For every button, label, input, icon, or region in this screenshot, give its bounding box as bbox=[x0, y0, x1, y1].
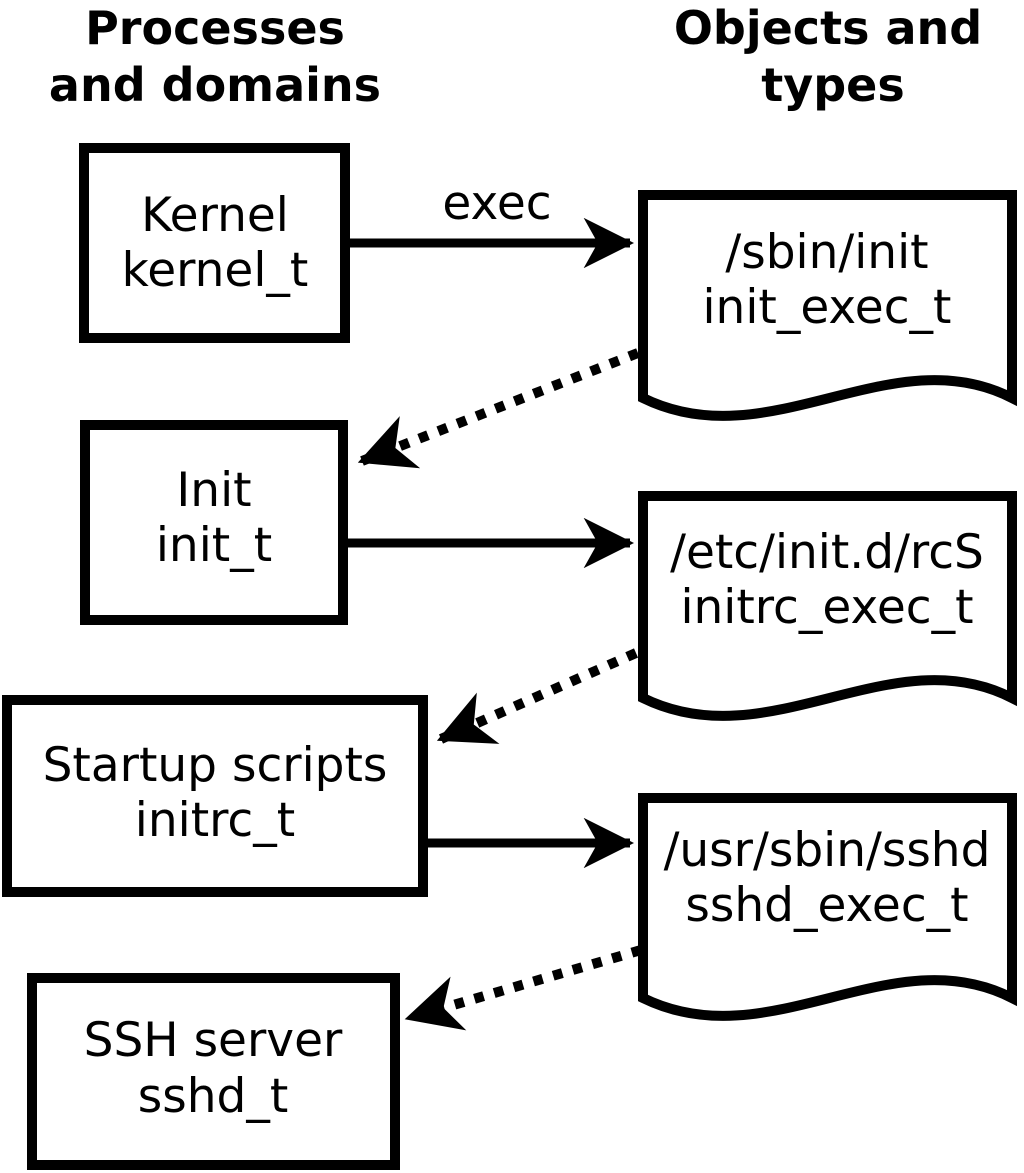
init-box-outline bbox=[80, 420, 348, 625]
objects-header-line2: types bbox=[761, 58, 904, 112]
sshd-exec-type-label: sshd_exec_t bbox=[685, 878, 968, 933]
init-type-label: init_t bbox=[156, 518, 272, 573]
column-header-processes: Processes and domains bbox=[49, 1, 381, 112]
sbin-init-document-outline bbox=[638, 190, 1017, 421]
sshd-document-outline bbox=[638, 793, 1017, 1021]
sshd-path-label: /usr/sbin/sshd bbox=[664, 823, 991, 878]
rcS-type-label: initrc_exec_t bbox=[680, 580, 973, 635]
process-box-ssh-server: SSH server sshd_t bbox=[27, 973, 400, 1170]
startup-name-label: Startup scripts bbox=[43, 738, 388, 793]
document-usr-sbin-sshd: /usr/sbin/sshd sshd_exec_t bbox=[638, 793, 1017, 1021]
kernel-box-outline bbox=[79, 143, 350, 343]
startup-box-outline bbox=[2, 695, 428, 897]
kernel-name-label: Kernel bbox=[141, 188, 289, 243]
sbin-init-type-label: init_exec_t bbox=[703, 280, 952, 335]
document-etc-initd-rcS: /etc/init.d/rcS initrc_exec_t bbox=[638, 491, 1017, 721]
column-header-objects: Objects and types bbox=[674, 1, 982, 112]
rcS-document-outline bbox=[638, 491, 1017, 721]
transition-arrow-initrc-exec-to-startup bbox=[436, 648, 639, 744]
init-name-label: Init bbox=[176, 463, 251, 518]
objects-header-line1: Objects and bbox=[674, 1, 982, 55]
document-sbin-init: /sbin/init init_exec_t bbox=[638, 190, 1017, 421]
sbin-init-path-label: /sbin/init bbox=[725, 225, 928, 280]
sshd-box-outline bbox=[27, 973, 400, 1170]
sshd-name-label: SSH server bbox=[84, 1013, 343, 1068]
rcS-path-label: /etc/init.d/rcS bbox=[670, 525, 984, 580]
process-box-kernel: Kernel kernel_t bbox=[79, 143, 350, 343]
process-box-init: Init init_t bbox=[80, 420, 348, 625]
processes-header-line1: Processes bbox=[85, 1, 345, 55]
transition-arrow-init-exec-to-init bbox=[357, 348, 640, 469]
transition-arrow-sshd-exec-to-sshd bbox=[404, 945, 643, 1031]
kernel-type-label: kernel_t bbox=[122, 243, 309, 298]
sshd-type-label: sshd_t bbox=[138, 1069, 289, 1124]
startup-type-label: initrc_t bbox=[135, 793, 295, 848]
exec-edge-label: exec bbox=[442, 176, 551, 231]
processes-header-line2: and domains bbox=[49, 58, 381, 112]
process-box-startup-scripts: Startup scripts initrc_t bbox=[2, 695, 428, 897]
